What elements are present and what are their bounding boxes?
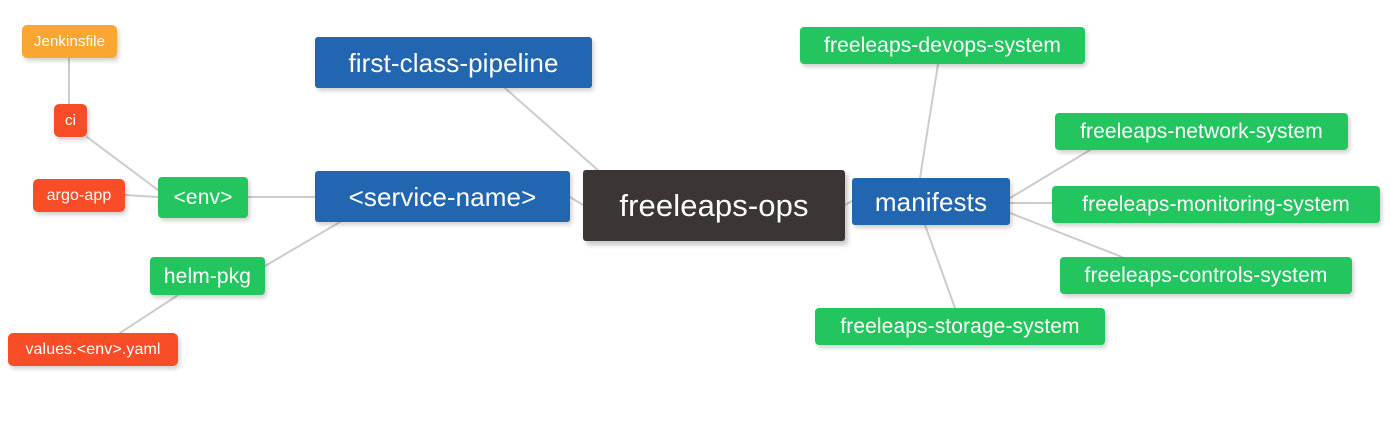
edge-helm-values: [119, 294, 179, 334]
edge-ops-pipeline: [504, 87, 601, 173]
edge-ops-service: [569, 196, 584, 206]
mindmap-node-argo-app[interactable]: argo-app: [33, 179, 125, 212]
edge-manifests-devops: [919, 63, 939, 179]
mindmap-node-freeleaps-ops[interactable]: freeleaps-ops: [583, 170, 845, 241]
mindmap-node-manifests[interactable]: manifests: [852, 178, 1010, 225]
mindmap-node-helm-pkg[interactable]: helm-pkg: [150, 257, 265, 295]
mindmap-node-first-class-pipeline[interactable]: first-class-pipeline: [315, 37, 592, 88]
edge-service-helm: [264, 221, 341, 267]
mindmap-node-jenkinsfile[interactable]: Jenkinsfile: [22, 25, 117, 58]
mindmap-node-values-yaml[interactable]: values.<env>.yaml: [8, 333, 178, 366]
mindmap-node-service-name[interactable]: <service-name>: [315, 171, 570, 222]
edge-env-argo: [124, 194, 159, 198]
edge-ops-manifests: [844, 200, 853, 206]
mindmap-node-freeleaps-controls-system[interactable]: freeleaps-controls-system: [1060, 257, 1352, 294]
mindmap-node-ci[interactable]: ci: [54, 104, 87, 137]
mindmap-node-freeleaps-monitoring-system[interactable]: freeleaps-monitoring-system: [1052, 186, 1380, 223]
mindmap-node-env[interactable]: <env>: [158, 177, 248, 218]
edge-manifests-storage: [924, 224, 956, 309]
mindmap-node-freeleaps-storage-system[interactable]: freeleaps-storage-system: [815, 308, 1105, 345]
mindmap-node-freeleaps-network-system[interactable]: freeleaps-network-system: [1055, 113, 1348, 150]
mindmap-node-freeleaps-devops-system[interactable]: freeleaps-devops-system: [800, 27, 1085, 64]
